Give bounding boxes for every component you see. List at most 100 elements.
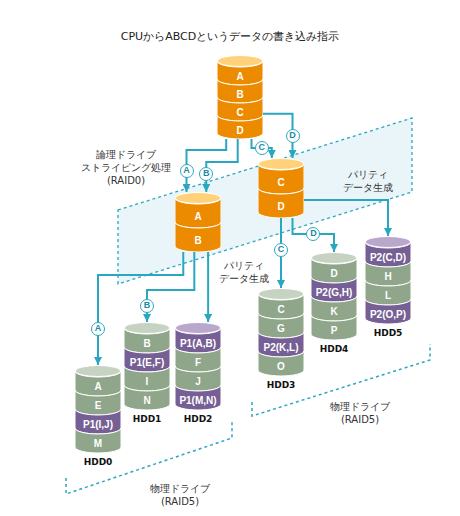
annotation-label: 物理ドライブ (RAID5)	[320, 400, 400, 426]
disk-cap	[176, 323, 221, 334]
data-flow-arrow	[207, 252, 209, 322]
diagram-title: CPUからABCDというデータの書き込み指示	[0, 30, 460, 44]
block-label: D	[236, 124, 243, 137]
disk-drive: ABCD	[217, 55, 263, 139]
disk-band	[365, 299, 411, 324]
disk-band	[365, 261, 411, 286]
disk-band	[175, 385, 221, 410]
block-label: J	[195, 375, 201, 388]
block-callout: A	[180, 164, 194, 178]
block-label: C	[236, 106, 243, 119]
block-label: A	[236, 70, 243, 83]
block-label: L	[385, 289, 391, 302]
block-callout: D	[306, 227, 320, 241]
disk-drive: BP1(E,F)INHDD1	[124, 322, 170, 428]
disk-cap	[218, 56, 263, 67]
block-label: P2(O,P)	[370, 308, 406, 321]
block-callout: A	[91, 322, 105, 336]
block-label: C	[277, 303, 284, 316]
disk-band	[75, 428, 121, 453]
disk-band	[124, 366, 170, 391]
disk-drive: DP2(G,H)KPHDD4	[311, 252, 357, 358]
disk-band	[258, 313, 304, 338]
block-label: E	[95, 399, 102, 412]
block-label: B	[194, 234, 201, 247]
drive-name: HDD2	[163, 412, 233, 426]
disk-band	[311, 277, 357, 302]
disk-band	[175, 366, 221, 391]
disk-band	[258, 332, 304, 357]
disk-band	[311, 315, 357, 340]
raid0-plane	[118, 118, 412, 284]
annotation-label: 論理ドライブ ストライピング処理 (RAID0)	[76, 148, 176, 187]
block-label: P2(K,L)	[264, 341, 299, 354]
disk-cap	[176, 193, 221, 204]
block-callout: C	[274, 243, 288, 257]
disk-drive: CD	[258, 158, 304, 218]
block-label: G	[277, 322, 285, 335]
disk-band	[124, 347, 170, 372]
annotation-label: パリティ データ生成	[340, 168, 396, 194]
block-label: P1(M,N)	[179, 394, 216, 407]
block-label: I	[146, 375, 149, 388]
disk-band	[75, 409, 121, 434]
disk-drive: AEP1(I,J)MHDD0	[75, 365, 121, 471]
disk-cap	[125, 323, 170, 334]
disk-cap	[259, 289, 304, 300]
block-callout: D	[286, 129, 300, 143]
block-callout: C	[255, 141, 269, 155]
disk-band	[217, 79, 263, 103]
disk-cap	[76, 366, 121, 377]
disk-band	[365, 280, 411, 305]
block-label: P1(I,J)	[83, 418, 113, 431]
block-label: P2(G,H)	[316, 286, 353, 299]
disk-drive: P1(A,B)FJP1(M,N)HDD2	[175, 322, 221, 428]
disk-drive: CGP2(K,L)OHDD3	[258, 288, 304, 394]
data-flow-arrow	[147, 252, 194, 322]
disk-band	[258, 188, 304, 218]
block-callout: B	[140, 299, 154, 313]
data-flow-arrow	[98, 252, 183, 365]
disk-drive: AB	[175, 192, 221, 252]
annotation-label: パリティ データ生成	[216, 259, 272, 285]
block-label: O	[277, 360, 285, 373]
drive-name: HDD0	[63, 455, 133, 469]
block-label: F	[195, 356, 201, 369]
block-label: K	[330, 305, 337, 318]
block-label: A	[194, 210, 201, 223]
block-label: D	[330, 267, 337, 280]
data-flow-arrow	[206, 139, 237, 192]
disk-band	[217, 115, 263, 139]
drive-name: HDD3	[246, 378, 316, 392]
block-label: C	[277, 176, 284, 189]
disk-band	[175, 222, 221, 252]
disk-band	[175, 347, 221, 372]
block-label: M	[94, 437, 102, 450]
disk-band	[217, 97, 263, 121]
disk-band	[258, 351, 304, 376]
drive-name: HDD1	[112, 412, 182, 426]
disk-band	[311, 296, 357, 321]
block-label: P1(E,F)	[130, 356, 164, 369]
block-label: B	[143, 337, 150, 350]
annotation-label: 物理ドライブ (RAID5)	[135, 482, 225, 508]
block-label: H	[384, 270, 391, 283]
block-label: P	[331, 324, 338, 337]
disk-cap	[312, 253, 357, 264]
block-label: B	[236, 88, 243, 101]
drive-name: HDD4	[299, 342, 369, 356]
block-label: P1(A,B)	[180, 337, 216, 350]
disk-cap	[366, 237, 411, 248]
disk-drive: P2(C,D)HLP2(O,P)HDD5	[365, 236, 411, 342]
data-flow-arrow	[252, 139, 272, 158]
disk-band	[124, 385, 170, 410]
block-label: P2(C,D)	[370, 251, 406, 264]
disk-band	[75, 390, 121, 415]
data-flow-arrow	[293, 218, 335, 252]
block-callout: B	[199, 167, 213, 181]
block-label: D	[277, 200, 284, 213]
block-label: A	[94, 380, 101, 393]
drive-name: HDD5	[353, 326, 423, 340]
disk-cap	[259, 159, 304, 170]
